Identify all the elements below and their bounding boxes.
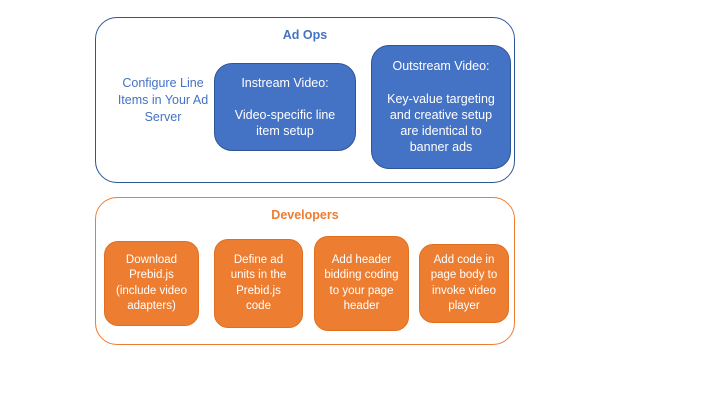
developer-step-add-header-bidding: Add header bidding coding to your page h…: [314, 236, 409, 331]
outstream-video-box: Outstream Video: Key-value targeting and…: [371, 45, 511, 169]
developers-container: Developers Download Prebid.js (include v…: [95, 197, 515, 345]
instream-video-heading: Instream Video:: [241, 75, 329, 90]
ad-ops-side-note: Configure Line Items in Your Ad Server: [117, 76, 209, 124]
spacer: [382, 75, 500, 91]
developer-step-download-prebid: Download Prebid.js (include video adapte…: [104, 241, 199, 326]
ad-ops-container: Ad Ops Configure Line Items in Your Ad S…: [95, 17, 515, 183]
outstream-video-heading: Outstream Video:: [392, 59, 490, 74]
developer-step-label: Add code in page body to invoke video pl…: [430, 254, 498, 312]
ad-ops-title: Ad Ops: [282, 28, 328, 42]
instream-video-box: Instream Video: Video-specific line item…: [214, 63, 356, 151]
developer-step-label: Download Prebid.js (include video adapte…: [116, 254, 187, 312]
developers-title: Developers: [271, 208, 339, 222]
developer-step-define-ad-units: Define ad units in the Prebid.js code: [214, 239, 303, 328]
instream-video-body: Video-specific line item setup: [234, 107, 336, 139]
developer-step-add-page-body-code: Add code in page body to invoke video pl…: [419, 244, 509, 323]
developer-step-label: Add header bidding coding to your page h…: [324, 254, 399, 312]
outstream-video-body: Key-value targeting and creative setup a…: [387, 91, 495, 155]
developer-step-label: Define ad units in the Prebid.js code: [230, 254, 287, 312]
spacer: [225, 91, 345, 107]
